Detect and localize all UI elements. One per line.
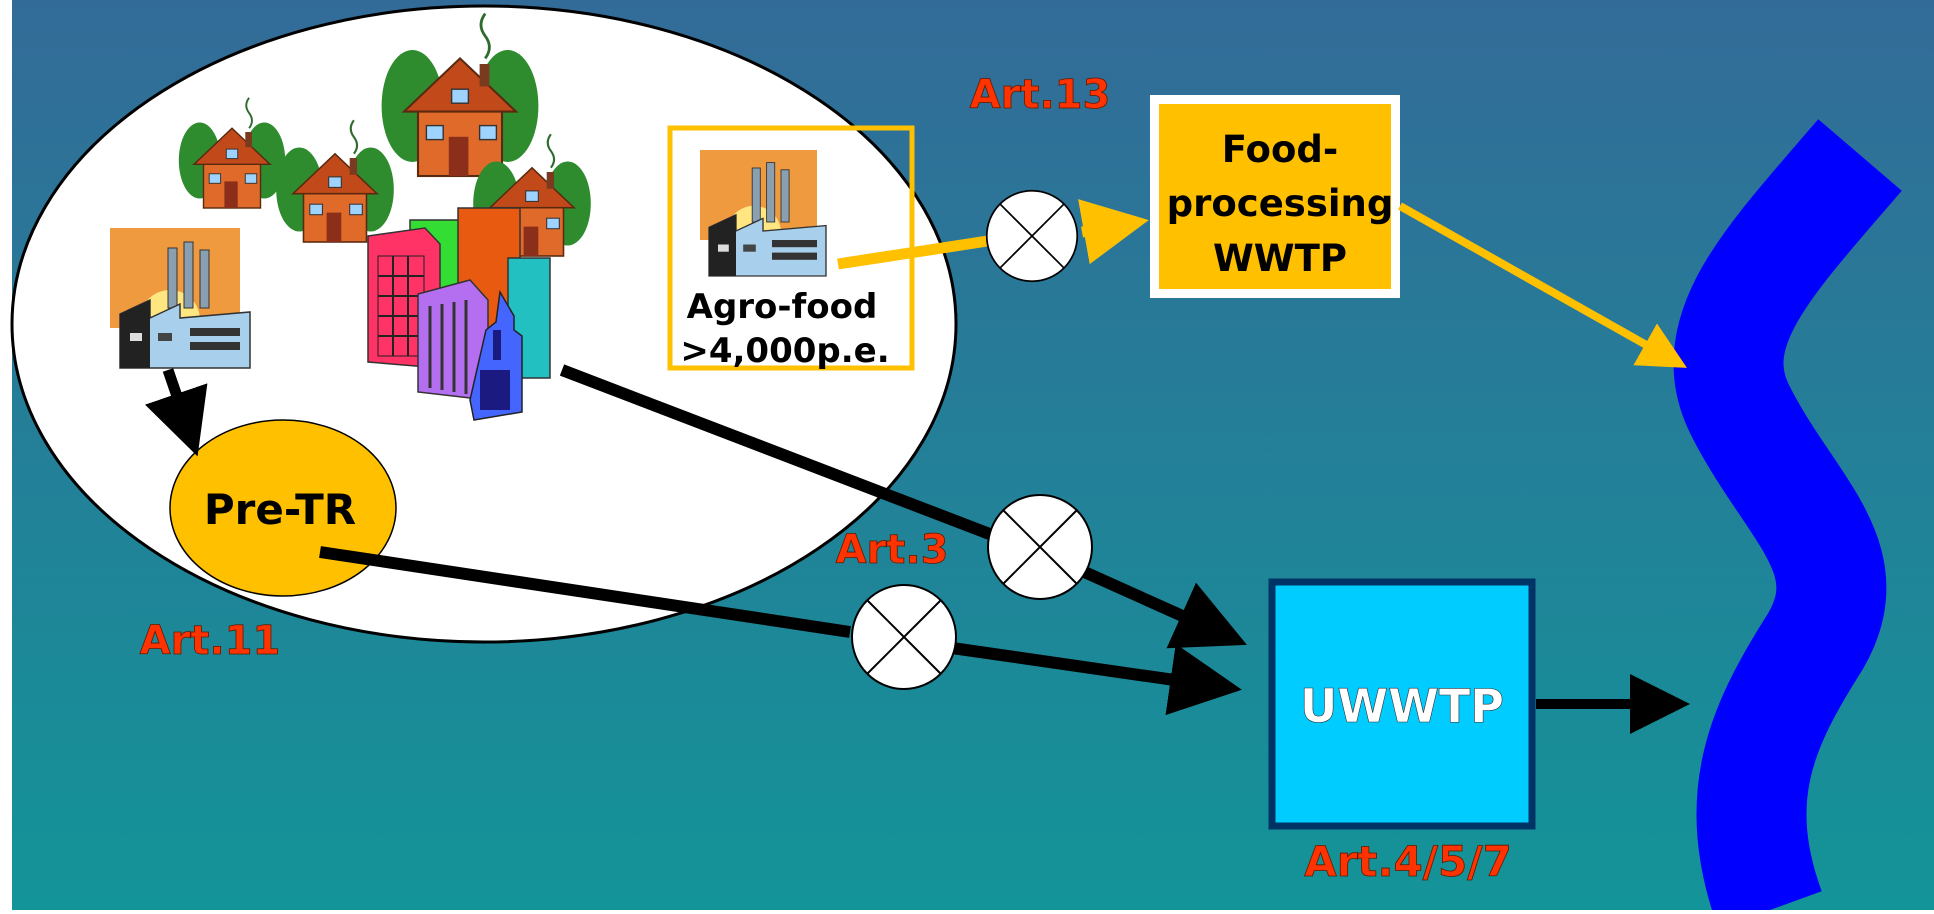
label-art457: Art.4/5/7: [1304, 837, 1512, 886]
label-art13: Art.13: [970, 72, 1111, 118]
food-processing-label-2: processing: [1167, 182, 1394, 225]
food-processing-label-1: Food-: [1222, 128, 1338, 171]
label-art3: Art.3: [836, 527, 949, 573]
valve-cross-icon: [985, 189, 1079, 283]
factory-icon: [699, 149, 827, 277]
uwwtp-label: UWWTP: [1300, 679, 1504, 733]
uwwtp-node: [1268, 578, 1536, 830]
flow-valve-to-food-wwtp: [1078, 199, 1149, 265]
flow-valve-to-uwwtp: [1077, 564, 1247, 649]
river-icon: [1673, 119, 1902, 914]
flow-city-to-valve: [559, 364, 1003, 544]
valve-cross-icon: [987, 494, 1093, 600]
agro-food-label: Agro-food: [687, 287, 878, 327]
flow-valve-to-uwwtp-2: [951, 642, 1242, 716]
agro-food-size-label: >4,000p.e.: [680, 331, 889, 371]
city-buildings-icon: [367, 207, 551, 421]
flow-agro-to-valve: [837, 234, 995, 270]
food-processing-label-3: WWTP: [1213, 237, 1347, 280]
factory-icon: [109, 227, 251, 369]
food-processing-wwtp-node: [1159, 104, 1391, 289]
pre-treatment-label: Pre-TR: [204, 485, 356, 534]
flow-food-wwtp-to-river: [1398, 202, 1687, 368]
flow-pretr-to-valve: [319, 546, 851, 638]
flow-factory-to-pretr: [144, 368, 208, 457]
valve-cross-icon: [851, 584, 957, 690]
label-art11: Art.11: [140, 618, 281, 664]
